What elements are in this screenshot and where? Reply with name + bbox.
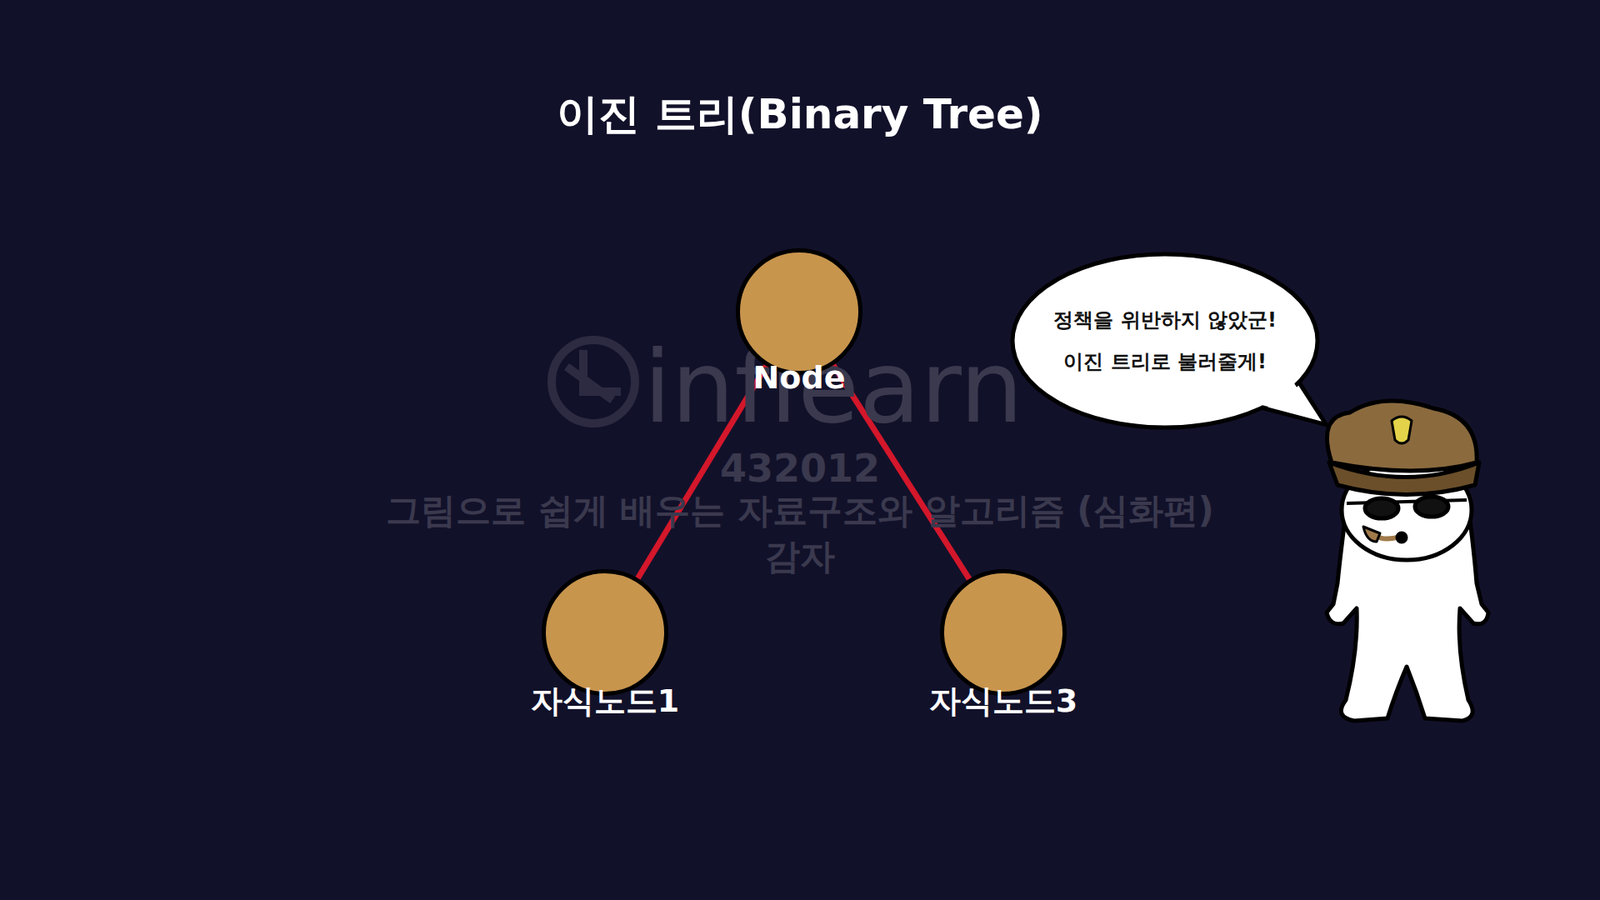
bubble-text: 정책을 위반하지 않았군! 이진 트리로 불러줄게! bbox=[1048, 299, 1282, 383]
watermark-course: 그림으로 쉽게 배우는 자료구조와 알고리즘 (심화편) bbox=[385, 487, 1215, 535]
diagram-title: 이진 트리(Binary Tree) bbox=[556, 86, 1043, 143]
node-label: 자식노드3 bbox=[929, 680, 1078, 723]
watermark-logo-icon bbox=[551, 340, 635, 424]
watermark-author: 감자 bbox=[765, 533, 835, 580]
bubble-outline bbox=[1010, 251, 1320, 430]
watermark-id: 432012 bbox=[720, 445, 880, 491]
node-label: 자식노드1 bbox=[530, 680, 680, 723]
speech-bubble: 정책을 위반하지 않았군! 이진 트리로 불러줄게! bbox=[1010, 251, 1320, 430]
node-label: Node bbox=[753, 359, 846, 396]
tree-node: 자식노드3 bbox=[940, 569, 1067, 696]
police-character bbox=[1326, 400, 1489, 721]
tree-node: 자식노드1 bbox=[541, 569, 669, 696]
tree-node: Node bbox=[735, 248, 863, 375]
